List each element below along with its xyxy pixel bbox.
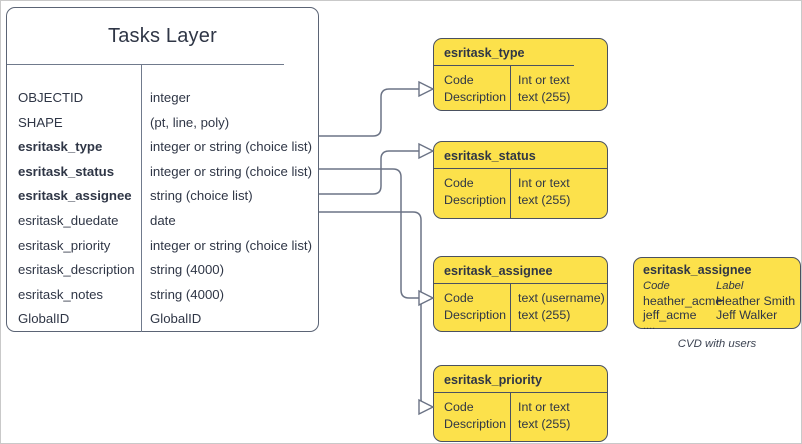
connector-priority	[319, 211, 430, 408]
domain-column-divider	[510, 66, 511, 110]
connector-assignee	[319, 168, 419, 299]
field-type: string (4000)	[150, 286, 225, 302]
connector-status	[319, 150, 419, 195]
page-title: Tasks Layer	[108, 25, 217, 47]
field-name: OBJECTID	[18, 90, 84, 105]
connector-type	[319, 88, 419, 137]
domain-right-line: Int or text	[518, 400, 570, 414]
domain-right-column: text (username) text (255)	[518, 290, 605, 324]
header-divider	[7, 64, 284, 65]
domain-right-column: Int or text text (255)	[518, 72, 570, 106]
assignee-sample-box: esritask_assignee Code Label heather_acm…	[633, 257, 801, 332]
field-name: SHAPE	[18, 114, 63, 130]
field-type: integer or string (choice list)	[150, 163, 312, 179]
sample-row-label-1: Jeff Walker	[716, 308, 778, 322]
table-row: esritask_assignee string (choice list)	[7, 188, 318, 213]
domain-right-column: Int or text text (255)	[518, 175, 570, 209]
table-row: esritask_notes string (4000)	[7, 287, 318, 312]
sample-row-code-1: jeff_acme	[643, 308, 697, 322]
domain-right-line: text (255)	[518, 193, 571, 207]
domain-right-line: Int or text	[518, 73, 570, 87]
table-row: GlobalID GlobalID	[7, 311, 318, 336]
domain-left-line: Description	[444, 308, 506, 322]
table-row: esritask_priority integer or string (choi…	[7, 238, 318, 263]
domain-left-line: Code	[444, 291, 474, 305]
sample-header-code: Code	[643, 280, 670, 292]
table-row: esritask_duedate date	[7, 213, 318, 238]
sample-caption: CVD with users	[677, 338, 757, 350]
field-type: string (4000)	[150, 262, 225, 278]
field-type: integer or string (choice list)	[150, 139, 312, 155]
field-type: integer	[150, 90, 191, 105]
domain-right-column: Int or text text (255)	[518, 399, 570, 433]
domain-column-divider	[510, 169, 511, 218]
field-name: esritask_duedate	[18, 213, 119, 228]
sample-ellipsis: ....	[643, 320, 656, 332]
domain-left-line: Description	[444, 90, 506, 104]
field-name: esritask_priority	[18, 237, 111, 253]
arrowhead-status	[418, 142, 435, 160]
field-name: GlobalID	[18, 311, 70, 327]
domain-box-title: esritask_status	[444, 149, 536, 163]
field-name: esritask_description	[18, 262, 135, 278]
domain-box-title: esritask_assignee	[444, 264, 553, 278]
domain-right-line: text (255)	[518, 308, 571, 322]
sample-row-code-0: heather_acme	[643, 294, 723, 308]
domain-right-line: Int or text	[518, 176, 570, 190]
table-row: OBJECTID integer	[7, 90, 318, 115]
field-name: esritask_status	[18, 163, 115, 179]
domain-column-divider	[510, 284, 511, 331]
domain-left-line: Code	[444, 400, 474, 414]
arrowhead-assignee	[418, 289, 435, 307]
domain-header-divider	[434, 65, 574, 66]
field-type: string (choice list)	[150, 188, 253, 204]
domain-header-divider	[434, 392, 608, 393]
domain-column-divider	[510, 393, 511, 441]
table-row: esritask_type integer or string (choice l…	[7, 139, 318, 164]
field-type: integer or string (choice list)	[150, 237, 312, 253]
field-type: GlobalID	[150, 311, 202, 327]
arrowhead-priority	[418, 398, 435, 416]
sample-row-label-0: Heather Smith	[716, 294, 796, 308]
domain-left-line: Code	[444, 176, 474, 190]
domain-right-line: text (username)	[518, 291, 605, 305]
domain-header-divider	[434, 283, 608, 284]
sample-header-label: Label	[716, 280, 744, 292]
table-row: SHAPE (pt, line, poly)	[7, 115, 318, 140]
domain-box-title: esritask_priority	[444, 373, 543, 387]
domain-left-line: Description	[444, 417, 506, 431]
domain-box-title: esritask_type	[444, 46, 525, 60]
table-row: esritask_description string (4000)	[7, 262, 318, 287]
domain-header-divider	[434, 168, 608, 169]
field-name: esritask_assignee	[18, 188, 132, 204]
field-name: esritask_type	[18, 139, 103, 155]
arrowhead-type	[418, 80, 435, 98]
field-name: esritask_notes	[18, 286, 104, 302]
domain-left-line: Code	[444, 73, 474, 87]
domain-right-line: text (255)	[518, 90, 571, 104]
domain-left-line: Description	[444, 193, 506, 207]
column-divider	[141, 65, 142, 332]
field-type: (pt, line, poly)	[150, 114, 230, 130]
assignee-sample-title: esritask_assignee	[643, 263, 752, 277]
domain-right-line: text (255)	[518, 417, 571, 431]
field-type: date	[150, 213, 176, 228]
table-row: esritask_status integer or string (choice…	[7, 164, 318, 189]
